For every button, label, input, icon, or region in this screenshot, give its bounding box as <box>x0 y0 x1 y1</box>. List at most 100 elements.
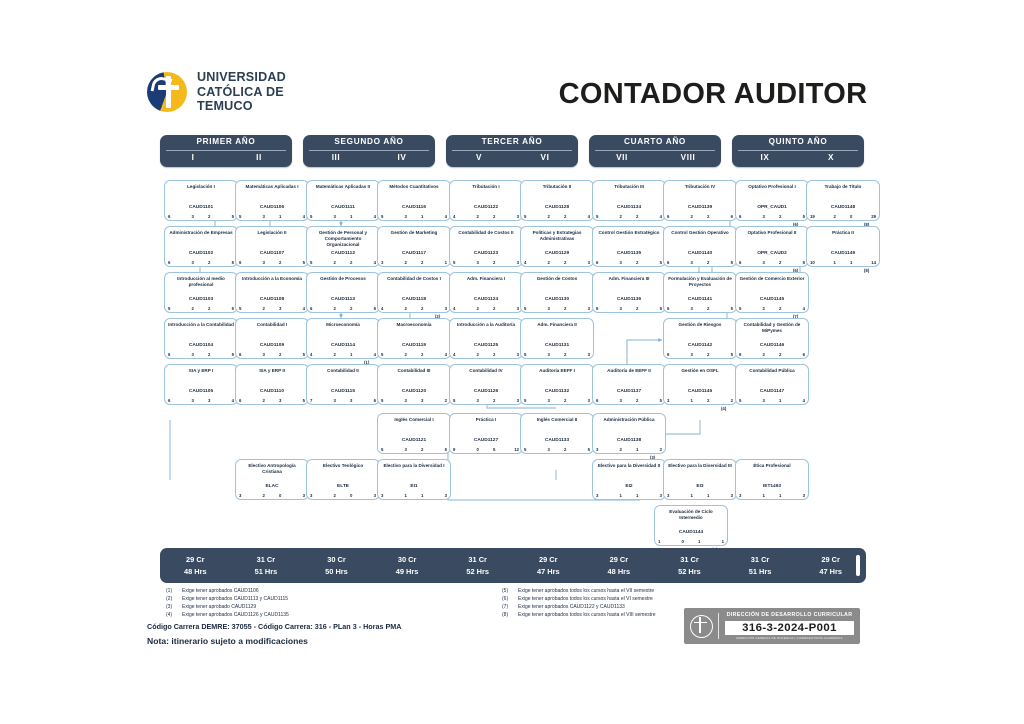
course-footnote-marker: (8) <box>864 268 870 273</box>
course-metric: 2 <box>279 259 282 265</box>
course-name: Tributación III <box>614 184 644 189</box>
hours-value: 47 Hrs <box>819 566 842 576</box>
course-metric: 2 <box>779 259 782 265</box>
semester-label: V <box>475 153 483 162</box>
course-code: OPR_CAUD1 <box>757 205 787 210</box>
course-metric: 2 <box>564 305 567 311</box>
year-divider <box>309 150 429 151</box>
course-metric: 2 <box>779 213 782 219</box>
semester-label: X <box>827 153 835 162</box>
course-metric: 6 <box>168 397 171 403</box>
course-name: Contabilidad I <box>256 322 288 327</box>
course-name: Adm. Financiera II <box>537 322 577 327</box>
semester-label: VIII <box>680 153 696 162</box>
course-metric: 2 <box>707 259 710 265</box>
course-metric: 5 <box>659 259 662 265</box>
course-metric: 1 <box>404 492 407 498</box>
course-metric: 2 <box>279 351 282 357</box>
university-name: UNIVERSIDAD CATÓLICA DE TEMUCO <box>197 70 286 115</box>
course-metric: 6 <box>739 351 742 357</box>
course-metric: 6 <box>667 259 670 265</box>
course-name: Electivo para la Diversidad I <box>383 463 445 468</box>
course-metric: 5 <box>739 305 742 311</box>
course-metric: 3 <box>191 213 194 219</box>
course-metric: 4 <box>373 213 376 219</box>
course-metric: 2 <box>564 397 567 403</box>
credits-value: 31 Cr <box>680 555 699 565</box>
credits-value: 29 Cr <box>539 555 558 565</box>
course-metric: 1 <box>833 259 836 265</box>
course-code: CAUD1106 <box>259 205 285 210</box>
course-code: CAUD1107 <box>259 251 285 256</box>
course-metric: 1 <box>850 259 853 265</box>
course-metric: 2 <box>707 351 710 357</box>
course-metric: 1 <box>350 213 353 219</box>
course-code: CAUD1139 <box>687 205 713 210</box>
course-box-caud1112[interactable]: Gestión de Personal y Comportamiento Org… <box>306 226 380 267</box>
